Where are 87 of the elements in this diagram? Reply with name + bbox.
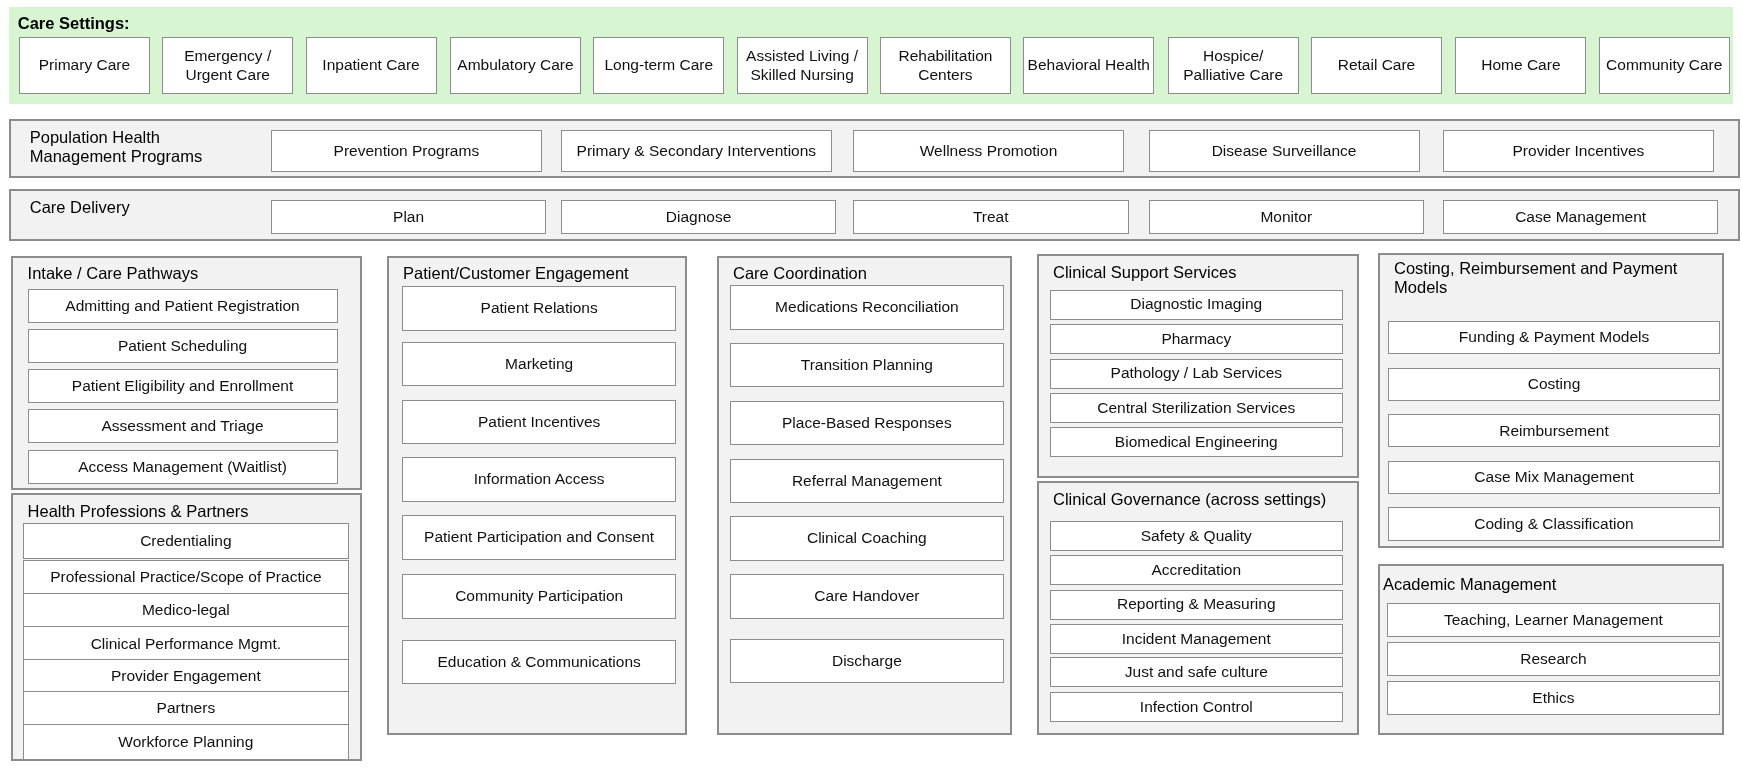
capability-box: Patient Eligibility and Enrollment [27, 368, 338, 404]
capability-box: Marketing [401, 341, 677, 387]
capability-box: Primary & Secondary Interventions [560, 129, 832, 172]
capability-box: Case Management [1442, 199, 1719, 235]
capability-box: Treat [853, 199, 1129, 235]
group-title: Health Professions & Partners [27, 501, 250, 522]
capability-box: Patient Participation and Consent [401, 515, 677, 560]
group-panel [8, 118, 1740, 178]
capability-box: Patient Scheduling [27, 328, 338, 364]
group-title: Intake / Care Pathways [27, 264, 200, 284]
capability-box: Accreditation [1049, 555, 1343, 586]
group-panel [1377, 253, 1725, 548]
capability-box: Reporting & Measuring [1049, 589, 1343, 620]
capability-box: Clinical Performance Mgmt. [23, 626, 349, 662]
capability-box: Rehabilitation Centers [879, 36, 1011, 95]
capability-box: Case Mix Management [1388, 460, 1720, 495]
capability-box: Biomedical Engineering [1049, 427, 1343, 458]
capability-box: Ambulatory Care [449, 36, 581, 95]
capability-box: Central Sterilization Services [1049, 393, 1343, 424]
capability-box: Community Participation [401, 574, 677, 619]
capability-box: Retail Care [1310, 36, 1442, 95]
group-title: Costing, Reimbursement and Payment Models [1394, 258, 1679, 299]
capability-box: Community Care [1598, 36, 1730, 95]
capability-box: Information Access [401, 457, 677, 502]
capability-box: Home Care [1455, 36, 1587, 95]
group-title: Population Health Management Programs [29, 127, 204, 168]
group-title: Care Coordination [733, 264, 868, 284]
group-panel [716, 255, 1013, 736]
capability-box: Research [1387, 641, 1720, 677]
capability-box: Reimbursement [1388, 414, 1720, 448]
group-panel [8, 188, 1740, 242]
capability-box: Monitor [1148, 199, 1424, 235]
capability-box: Diagnostic Imaging [1049, 289, 1343, 320]
capability-box: Provider Incentives [1442, 129, 1714, 172]
capability-box: Access Management (Waitlist) [27, 449, 338, 485]
capability-box: Professional Practice/Scope of Practice [23, 559, 349, 596]
group-panel [386, 255, 687, 736]
capability-box: Teaching, Learner Management [1387, 603, 1720, 638]
capability-box: Incident Management [1049, 624, 1343, 655]
group-title: Academic Management [1382, 575, 1558, 596]
group-title: Clinical Governance (across settings) [1052, 489, 1328, 510]
capability-box: Coding & Classification [1388, 507, 1720, 541]
capability-box: Inpatient Care [305, 36, 437, 95]
group-panel [1036, 254, 1359, 478]
capability-box: Clinical Coaching [729, 516, 1005, 561]
group-title: Care Delivery [29, 197, 131, 218]
group-title: Patient/Customer Engagement [403, 264, 630, 284]
capability-box: Care Handover [729, 574, 1005, 619]
capability-box: Funding & Payment Models [1388, 320, 1720, 355]
capability-box: Costing [1388, 367, 1720, 401]
capability-box: Patient Incentives [401, 399, 677, 445]
capability-box: Referral Management [729, 458, 1005, 504]
capability-box: Admitting and Patient Registration [27, 288, 338, 324]
capability-box: Place-Based Responses [729, 400, 1005, 446]
band-background [8, 6, 1734, 105]
capability-box: Workforce Planning [23, 724, 349, 760]
capability-box: Medico-legal [23, 593, 349, 629]
capability-box: Credentialing [23, 523, 349, 559]
capability-box: Patient Relations [401, 286, 677, 331]
capability-box: Just and safe culture [1049, 657, 1343, 688]
capability-box: Wellness Promotion [853, 129, 1125, 172]
group-panel [1036, 481, 1359, 736]
group-panel [1377, 564, 1725, 736]
group-panel [11, 255, 363, 490]
capability-box: Pathology / Lab Services [1049, 358, 1343, 389]
capability-box: Infection Control [1049, 691, 1343, 722]
capability-box: Long-term Care [593, 36, 725, 95]
capability-box: Assisted Living / Skilled Nursing [736, 36, 868, 95]
capability-box: Emergency / Urgent Care [162, 36, 294, 95]
capability-box: Discharge [729, 638, 1005, 683]
capability-box: Diagnose [560, 199, 837, 235]
capability-box: Safety & Quality [1049, 520, 1343, 551]
capability-box: Medications Reconciliation [729, 285, 1005, 330]
capability-box: Plan [270, 199, 547, 235]
group-title: Clinical Support Services [1052, 263, 1238, 283]
capability-box: Prevention Programs [270, 129, 542, 172]
capability-box: Education & Communications [401, 639, 677, 685]
capability-box: Assessment and Triage [27, 408, 338, 444]
capability-box: Disease Surveillance [1148, 129, 1420, 172]
capability-box: Primary Care [18, 36, 150, 95]
capability-box: Pharmacy [1049, 324, 1343, 355]
group-panel [11, 493, 363, 761]
capability-box: Hospice/ Palliative Care [1167, 36, 1299, 95]
capability-box: Transition Planning [729, 343, 1005, 388]
group-title: Care Settings: [17, 14, 131, 35]
capability-box: Ethics [1387, 680, 1720, 716]
capability-box: Behavioral Health [1023, 36, 1155, 95]
